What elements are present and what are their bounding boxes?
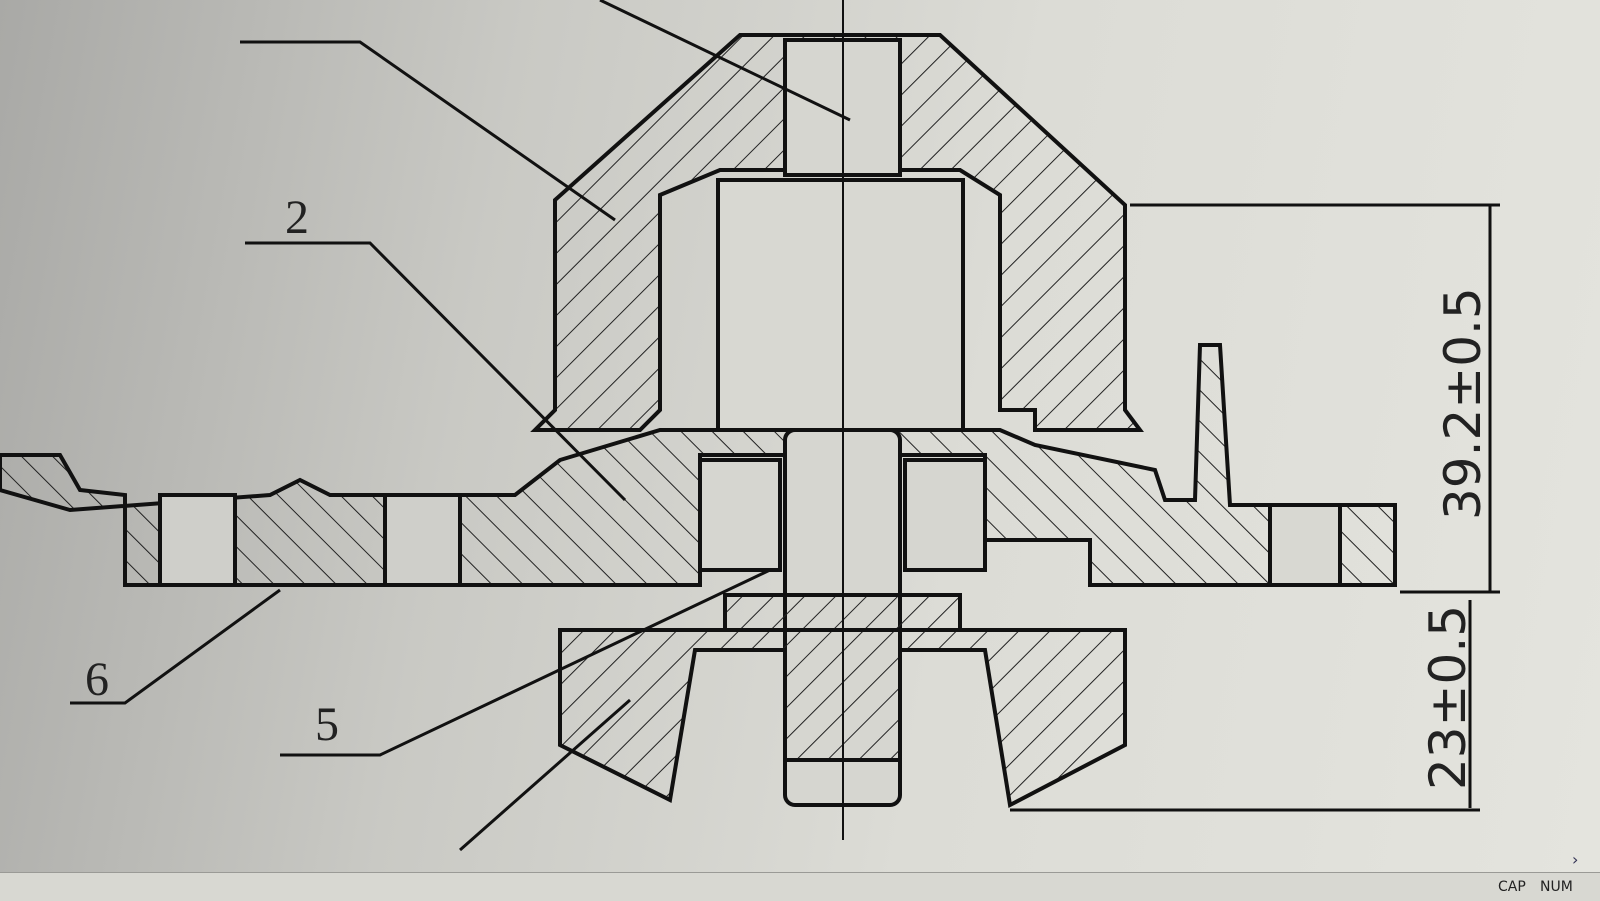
part-label-6: 6 bbox=[85, 653, 109, 706]
caps-lock-indicator: CAP bbox=[1498, 879, 1526, 895]
bearing bbox=[716, 178, 965, 432]
dimension-39-2: 39.2±0.5 bbox=[1434, 287, 1492, 520]
status-bar: CAP NUM bbox=[0, 872, 1600, 901]
pump-housing bbox=[0, 343, 1397, 587]
part-label-2: 2 bbox=[285, 191, 309, 244]
part-label-5: 5 bbox=[315, 698, 339, 751]
pulley-hub bbox=[530, 33, 1144, 432]
seal-left bbox=[698, 458, 782, 572]
seal-right bbox=[903, 458, 987, 572]
chevron-right-icon[interactable]: › bbox=[1572, 850, 1579, 869]
dimension-23: 23±0.5 bbox=[1419, 605, 1477, 790]
num-lock-indicator: NUM bbox=[1540, 879, 1573, 895]
